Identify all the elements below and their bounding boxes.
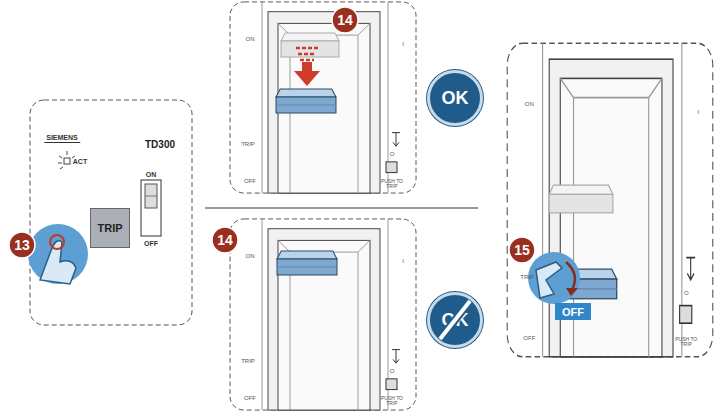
position-label: OFF xyxy=(523,335,535,341)
breaker-ok xyxy=(230,2,416,193)
breaker-frame xyxy=(507,43,713,357)
callout-number: 15 xyxy=(514,243,530,257)
ok-badge: OK xyxy=(427,70,483,126)
press-ring xyxy=(50,235,64,249)
breaker-frame xyxy=(230,2,416,193)
node-text: OFF xyxy=(562,306,584,318)
position-symbol: O xyxy=(390,151,395,157)
position-label: TRIP xyxy=(520,274,534,280)
arrow-stem xyxy=(302,62,312,72)
arrow-head xyxy=(294,71,320,86)
breaker-frame xyxy=(230,219,416,410)
lever xyxy=(277,251,337,275)
model-name: TD300 xyxy=(145,140,175,150)
position-symbol: O xyxy=(390,368,395,374)
callout-number: 14 xyxy=(217,233,233,247)
switch-label: ON xyxy=(146,171,157,178)
node-text: OK xyxy=(442,88,469,109)
cross-slash xyxy=(430,295,480,345)
callout-number: 13 xyxy=(14,238,30,252)
hand-off-icon xyxy=(528,252,580,304)
hand-circle xyxy=(528,252,580,304)
separator-line xyxy=(205,208,478,209)
position-label: ON xyxy=(246,36,255,42)
panel-outline xyxy=(30,100,192,325)
turn-arrow xyxy=(566,262,575,290)
position-label: TRIP xyxy=(241,141,255,147)
breaker-not-ok xyxy=(230,219,416,410)
trip-unit-panel xyxy=(30,100,192,325)
trip-button: TRIP xyxy=(90,208,130,248)
position-symbol: I xyxy=(402,41,404,47)
push-to-trip-label: PUSH TO TRIP xyxy=(674,337,698,347)
position-symbol: O xyxy=(684,290,689,296)
motion-lines xyxy=(296,48,318,60)
callout-number: 14 xyxy=(337,13,353,27)
led-symbol xyxy=(58,151,75,169)
node-text: TRIP xyxy=(97,222,122,234)
callout-circles xyxy=(9,7,535,263)
position-label: TRIP xyxy=(241,358,255,364)
position-label: OFF xyxy=(244,395,256,401)
hand xyxy=(40,241,76,284)
brand-name: SIEMENS xyxy=(44,133,80,143)
push-to-trip-label: PUSH TO TRIP xyxy=(380,396,404,406)
position-label: OFF xyxy=(244,178,256,184)
position-label: ON xyxy=(246,253,255,259)
breaker-off xyxy=(507,43,713,357)
switch-label: OFF xyxy=(144,240,158,247)
lever-ghost xyxy=(549,185,613,213)
hand-circle xyxy=(28,224,88,284)
toggle-switch xyxy=(141,180,161,236)
led-label: ACT xyxy=(73,158,87,165)
off-tag: OFF xyxy=(555,303,591,320)
not-ok-badge: OK xyxy=(427,292,483,348)
turn-arrow-head xyxy=(566,288,578,296)
position-label: ON xyxy=(525,101,534,107)
push-to-trip-label: PUSH TO TRIP xyxy=(380,179,404,189)
lever xyxy=(276,89,336,113)
hand-press-icon xyxy=(28,224,88,284)
position-symbol: I xyxy=(698,109,700,115)
hand xyxy=(536,262,562,298)
position-symbol: I xyxy=(402,258,404,264)
